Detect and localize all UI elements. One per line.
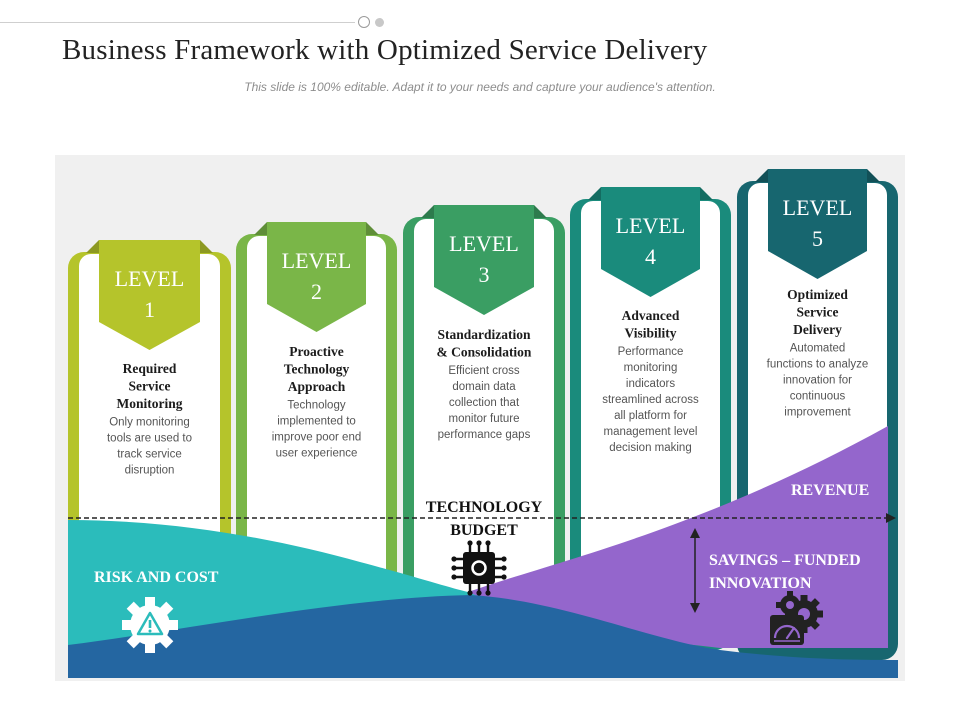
level-title-line: Advanced (622, 308, 680, 323)
level-badge (434, 205, 534, 315)
level-desc-line: all platform for (614, 410, 687, 422)
level-badge-word: LEVEL (616, 213, 686, 238)
revenue-area (468, 426, 888, 648)
level-desc-line: Only monitoring (109, 417, 190, 429)
level-badge (267, 222, 366, 332)
level-desc-line: collection that (449, 397, 520, 409)
level-desc-line: monitoring (624, 362, 678, 374)
level-title-line: Approach (288, 379, 346, 394)
savings-label-line1: SAVINGS – FUNDED (709, 552, 861, 569)
level-badge-number: 2 (311, 279, 322, 304)
level-badge-number: 1 (144, 297, 155, 322)
level-desc-line: streamlined across (602, 394, 699, 406)
level-title-line: Visibility (624, 326, 676, 341)
budget-label: BUDGET (450, 522, 518, 539)
risk-and-cost-label: RISK AND COST (94, 569, 219, 586)
decor-dot-hollow (358, 16, 370, 28)
revenue-label: REVENUE (791, 482, 869, 499)
level-desc-line: track service (117, 449, 182, 461)
level-badge-word: LEVEL (282, 248, 352, 273)
top-decor-line (0, 22, 355, 23)
level-title-line: Service (797, 305, 839, 320)
level-desc-line: innovation for (783, 375, 852, 387)
gear-warning-icon (122, 597, 178, 653)
level-badge-word: LEVEL (449, 231, 519, 256)
level-badge-fold-left (421, 205, 434, 218)
level-desc-line: functions to analyze (767, 359, 869, 371)
level-badge-number: 3 (479, 262, 490, 287)
level-badge-word: LEVEL (115, 266, 185, 291)
level-title-line: Monitoring (117, 396, 183, 411)
level-desc-line: Technology (287, 400, 345, 412)
savings-label-line2: INNOVATION (709, 575, 812, 592)
level-desc-line: indicators (626, 378, 675, 390)
level-badge-word: LEVEL (783, 195, 853, 220)
level-desc-line: monitor future (449, 413, 520, 425)
level-desc-line: Automated (790, 343, 846, 355)
level-desc-line: user experience (276, 448, 358, 460)
level-title-line: Optimized (787, 287, 848, 302)
level-desc-line: decision making (609, 442, 691, 454)
level-badge-number: 5 (812, 226, 823, 251)
level-desc-line: management level (604, 426, 698, 438)
level-desc-line: implemented to (277, 416, 356, 428)
level-desc-line: Performance (618, 346, 684, 358)
level-title-line: & Consolidation (437, 345, 532, 360)
level-desc-line: improvement (784, 407, 851, 419)
level-column-panel (247, 236, 386, 618)
level-badge-fold-left (254, 222, 267, 235)
level-badge-fold-left (755, 169, 768, 182)
level-badge (768, 169, 867, 279)
level-badge-fold-left (588, 187, 601, 200)
level-desc-line: improve poor end (272, 432, 362, 444)
cost-base-area (68, 595, 898, 678)
level-title-line: Required (123, 361, 177, 376)
level-desc-line: continuous (790, 391, 846, 403)
savings-arrow-down (690, 603, 700, 613)
page-subtitle: This slide is 100% editable. Adapt it to… (244, 80, 716, 94)
savings-arrow-up (690, 528, 700, 538)
level-column-2: LEVEL2ProactiveTechnologyApproachTechnol… (236, 222, 397, 630)
level-badge-fold-right (200, 240, 213, 253)
level-desc-line: tools are used to (107, 433, 192, 445)
level-desc-line: disruption (125, 465, 175, 477)
level-title-line: Delivery (793, 322, 842, 337)
level-badge-fold-right (366, 222, 379, 235)
level-desc-line: Efficient cross (448, 365, 520, 377)
technology-label: TECHNOLOGY (426, 499, 543, 516)
level-title-line: Technology (284, 362, 350, 377)
dashboard-gears-icon (770, 591, 823, 645)
level-title-line: Proactive (289, 344, 343, 359)
level-badge-fold-right (867, 169, 880, 182)
level-badge (99, 240, 200, 350)
level-badge-fold-left (86, 240, 99, 253)
level-badge (601, 187, 700, 297)
page-title: Business Framework with Optimized Servic… (62, 34, 708, 66)
level-desc-line: performance gaps (438, 429, 531, 441)
level-badge-fold-right (534, 205, 547, 218)
baseline-arrowhead (886, 513, 896, 523)
level-desc-line: domain data (452, 381, 516, 393)
level-badge-fold-right (700, 187, 713, 200)
level-title-line: Service (129, 379, 171, 394)
decor-dot-filled (375, 18, 384, 27)
level-badge-number: 4 (645, 244, 656, 269)
level-title-line: Standardization (437, 327, 531, 342)
chip-icon (451, 540, 507, 596)
